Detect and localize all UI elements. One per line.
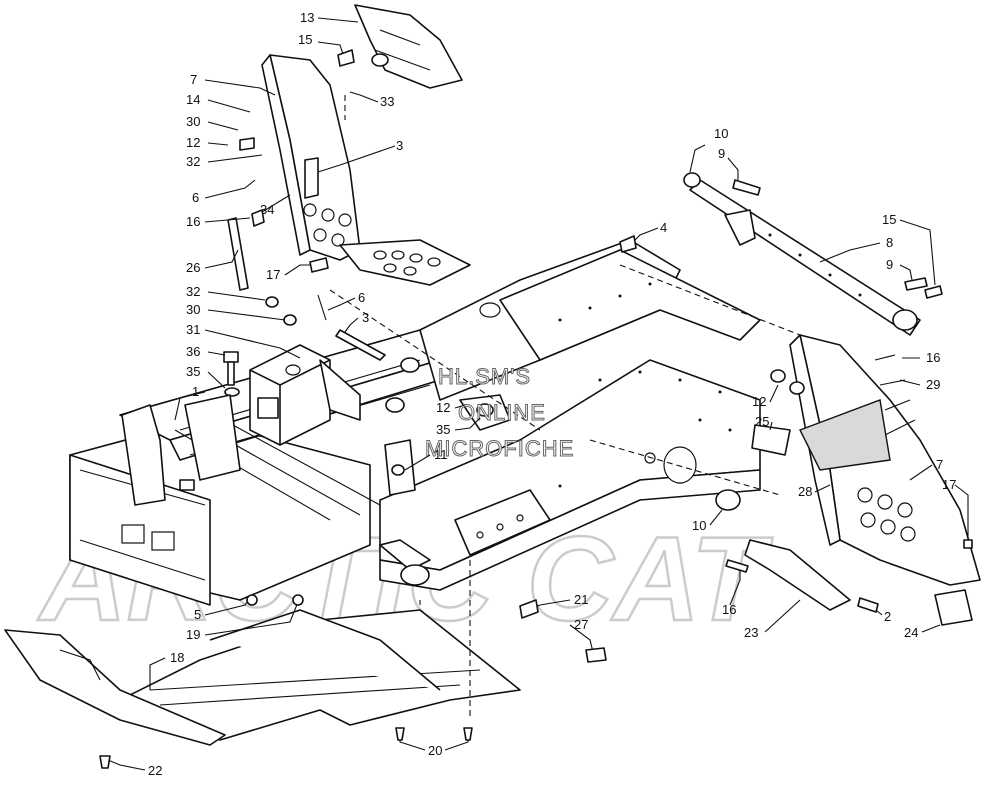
belly-pan-18 [4,609,521,746]
callout-18: 18 [170,650,184,665]
callout-35: 35 [186,364,200,379]
callout-15b: 15 [882,212,896,227]
callout-6: 6 [192,190,199,205]
callout-3: 3 [396,138,403,153]
callout-17b: 17 [942,477,956,492]
callout-24: 24 [904,625,918,640]
fasteners [99,49,973,769]
callout-26: 26 [186,260,200,275]
callout-9b: 9 [886,257,893,272]
steering-support-right [715,334,981,626]
callout-22: 22 [148,763,162,778]
callout-16: 16 [186,214,200,229]
callout-30b: 30 [186,302,200,317]
leader-lines [107,17,969,771]
steering-support-left [227,4,471,291]
callout-19: 19 [186,627,200,642]
callout-4: 4 [660,220,667,235]
callout-1: 1 [192,384,199,399]
callout-3b: 3 [362,310,369,325]
callout-33: 33 [380,94,394,109]
callout-7: 7 [190,72,197,87]
callout-15: 15 [298,32,312,47]
assembly-lines [329,95,801,720]
callout-20: 20 [428,743,442,758]
callout-6b: 6 [358,290,365,305]
callout-32b: 32 [186,284,200,299]
callout-12: 12 [186,135,200,150]
callout-10: 10 [714,126,728,141]
callout-29: 29 [926,377,940,392]
callout-labels: 13 15 7 14 33 30 12 32 3 6 34 16 26 17 4… [148,10,956,778]
callout-30: 30 [186,114,200,129]
callout-31: 31 [186,322,200,337]
callout-13: 13 [300,10,314,25]
callout-14: 14 [186,92,200,107]
microfiche-watermark: HL.SM'S ONLINE MICROFICHE [425,364,574,462]
callout-2: 2 [884,609,891,624]
callout-28: 28 [798,484,812,499]
callout-16c: 16 [722,602,736,617]
callout-11: 11 [434,447,448,462]
callout-21: 21 [574,592,588,607]
watermark-line-1: HL.SM'S [438,364,531,389]
callout-23: 23 [744,625,758,640]
callout-34: 34 [260,202,274,217]
callout-27: 27 [574,617,588,632]
callout-32: 32 [186,154,200,169]
callout-16b: 16 [926,350,940,365]
center-hardware [384,357,511,496]
cross-shaft-8 [683,172,943,336]
callout-10b: 10 [692,518,706,533]
watermark-line-3: MICROFICHE [425,436,574,461]
callout-5: 5 [194,607,201,622]
callout-7b: 7 [936,457,943,472]
callout-25: 25 [755,414,769,429]
main-frame [69,239,761,606]
callout-36: 36 [186,344,200,359]
callout-12b: 12 [436,400,450,415]
callout-35b: 35 [436,422,450,437]
watermark-line-2: ONLINE [458,400,546,425]
bracket-assembly-31 [121,294,386,506]
callout-8: 8 [886,235,893,250]
callout-12c: 12 [752,394,766,409]
callout-9: 9 [718,146,725,161]
callout-17: 17 [266,267,280,282]
